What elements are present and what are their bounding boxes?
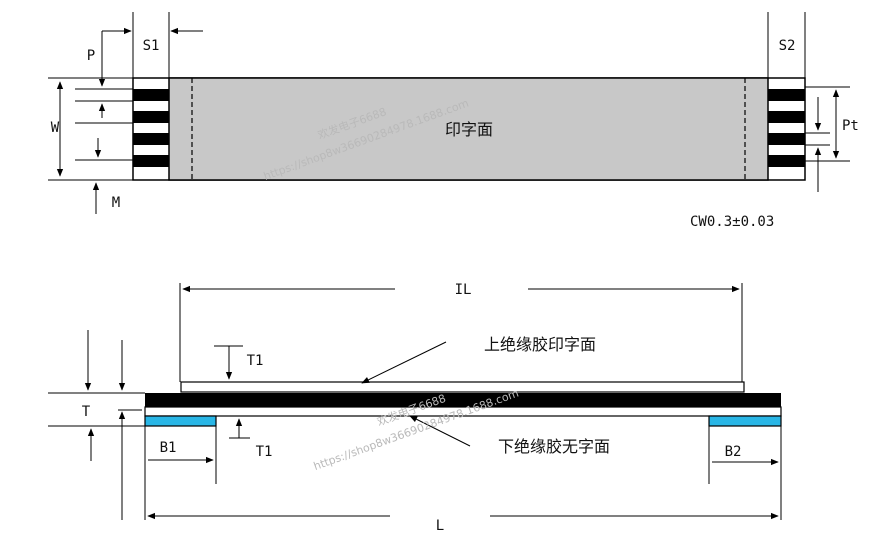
s2-label: S2 [779, 38, 796, 54]
upper-callout-leader [361, 341, 447, 384]
t-label: T [82, 404, 91, 420]
right-pad [768, 155, 805, 167]
s1-label: S1 [143, 38, 160, 54]
lower-callout-leader [409, 415, 471, 447]
left-pad [133, 111, 169, 123]
left-pad [133, 133, 169, 145]
right-pad [768, 89, 805, 101]
t1-top-label: T1 [247, 353, 264, 369]
left-conductor-pads [133, 89, 169, 167]
side-view: IL T1 T1 T B1 [48, 282, 782, 534]
m-label: M [112, 195, 120, 211]
right-pad [768, 111, 805, 123]
lower-insulation-label: 下绝缘胶无字面 [498, 437, 610, 456]
b1-label: B1 [160, 440, 177, 456]
left-pad [133, 155, 169, 167]
pt-label: Pt [842, 118, 859, 134]
top-view: S1 P W M S2 Pt 印字面 CW0.3±0.03 [48, 12, 859, 230]
print-face-area [168, 77, 769, 181]
left-pad [133, 89, 169, 101]
t1-bottom-label: T1 [256, 444, 273, 460]
upper-insulation-label: 上绝缘胶印字面 [484, 335, 596, 354]
b2-label: B2 [725, 444, 742, 460]
stiffener-right [708, 415, 782, 427]
right-pad [768, 133, 805, 145]
l-label: L [436, 518, 444, 534]
conductor-layer [145, 393, 781, 407]
cw-spec: CW0.3±0.03 [690, 214, 774, 230]
p-label: P [87, 48, 95, 64]
upper-insulation [180, 381, 745, 393]
print-face-label: 印字面 [445, 120, 493, 139]
w-label: W [51, 120, 60, 136]
right-conductor-pads [768, 89, 805, 167]
lower-insulation [144, 406, 782, 417]
il-label: IL [455, 282, 472, 298]
stiffener-left [144, 415, 217, 427]
